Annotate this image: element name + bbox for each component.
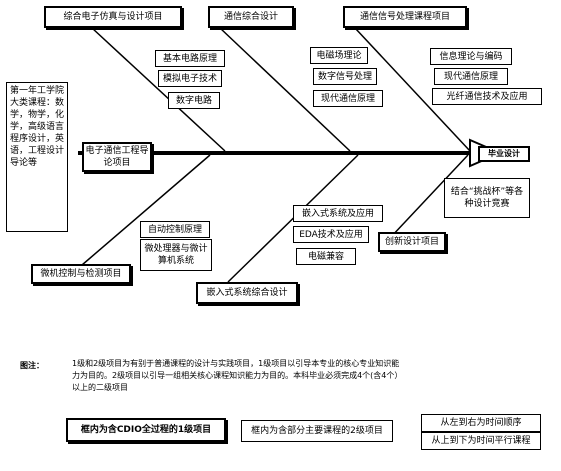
bone-sim-design — [91, 27, 226, 152]
box-dsp: 数字信号处理 — [313, 68, 377, 85]
bone-comm-design — [219, 27, 351, 152]
box-modern-comm: 现代通信原理 — [313, 90, 383, 107]
box-comm-design: 通信综合设计 — [208, 6, 294, 28]
box-graduation: 毕业设计 — [478, 146, 530, 162]
box-modern-comm-2: 现代通信原理 — [434, 68, 508, 85]
box-microcontrol: 微机控制与检测项目 — [31, 264, 131, 284]
box-microprocessor: 微处理器与微计算机系统 — [140, 239, 212, 271]
box-basic-circuits: 基本电路原理 — [155, 50, 225, 67]
legend-text: 1级和2级项目为有别于普通课程的设计与实践项目，1级项目以引导本专业的核心专业知… — [72, 359, 400, 392]
bone-microcontrol — [81, 154, 211, 266]
box-analog: 模拟电子技术 — [158, 70, 222, 87]
box-challenge: 结合“挑战杯”等各种设计竞赛 — [444, 178, 530, 218]
box-info-theory: 信息理论与编码 — [430, 48, 512, 65]
bone-signal-design — [354, 27, 471, 152]
legend-timeline-tb: 从上到下为时间平行课程 — [421, 432, 541, 450]
box-signal-design: 通信信号处理课程项目 — [343, 6, 467, 28]
box-digital: 数字电路 — [168, 92, 220, 109]
box-embedded-design: 嵌入式系统综合设计 — [196, 282, 298, 304]
box-fiber: 光纤通信技术及应用 — [432, 88, 542, 105]
box-first-year: 第一年工学院大类课程：数学，物学，化学，高级语言程序设计，英语，工程设计导论等 — [6, 82, 68, 232]
box-eda: EDA技术及应用 — [293, 226, 369, 243]
legend-box-level1: 框内为含CDIO全过程的1级项目 — [66, 418, 226, 442]
box-emc: 电磁兼容 — [296, 248, 356, 265]
box-innovation: 创新设计项目 — [378, 232, 446, 252]
legend-box-level2: 框内为含部分主要课程的2级项目 — [241, 420, 393, 442]
bone-innovation — [389, 154, 469, 239]
box-em-field: 电磁场理论 — [310, 47, 368, 64]
box-auto-control: 自动控制原理 — [140, 221, 210, 238]
box-sim-design: 综合电子仿真与设计项目 — [44, 6, 182, 28]
box-intro-project: 电子通信工程导论项目 — [82, 142, 152, 172]
box-embedded-app: 嵌入式系统及应用 — [293, 205, 383, 222]
legend-label: 图注： — [20, 361, 44, 370]
legend-timeline-lr: 从左到右为时间顺序 — [421, 414, 541, 432]
